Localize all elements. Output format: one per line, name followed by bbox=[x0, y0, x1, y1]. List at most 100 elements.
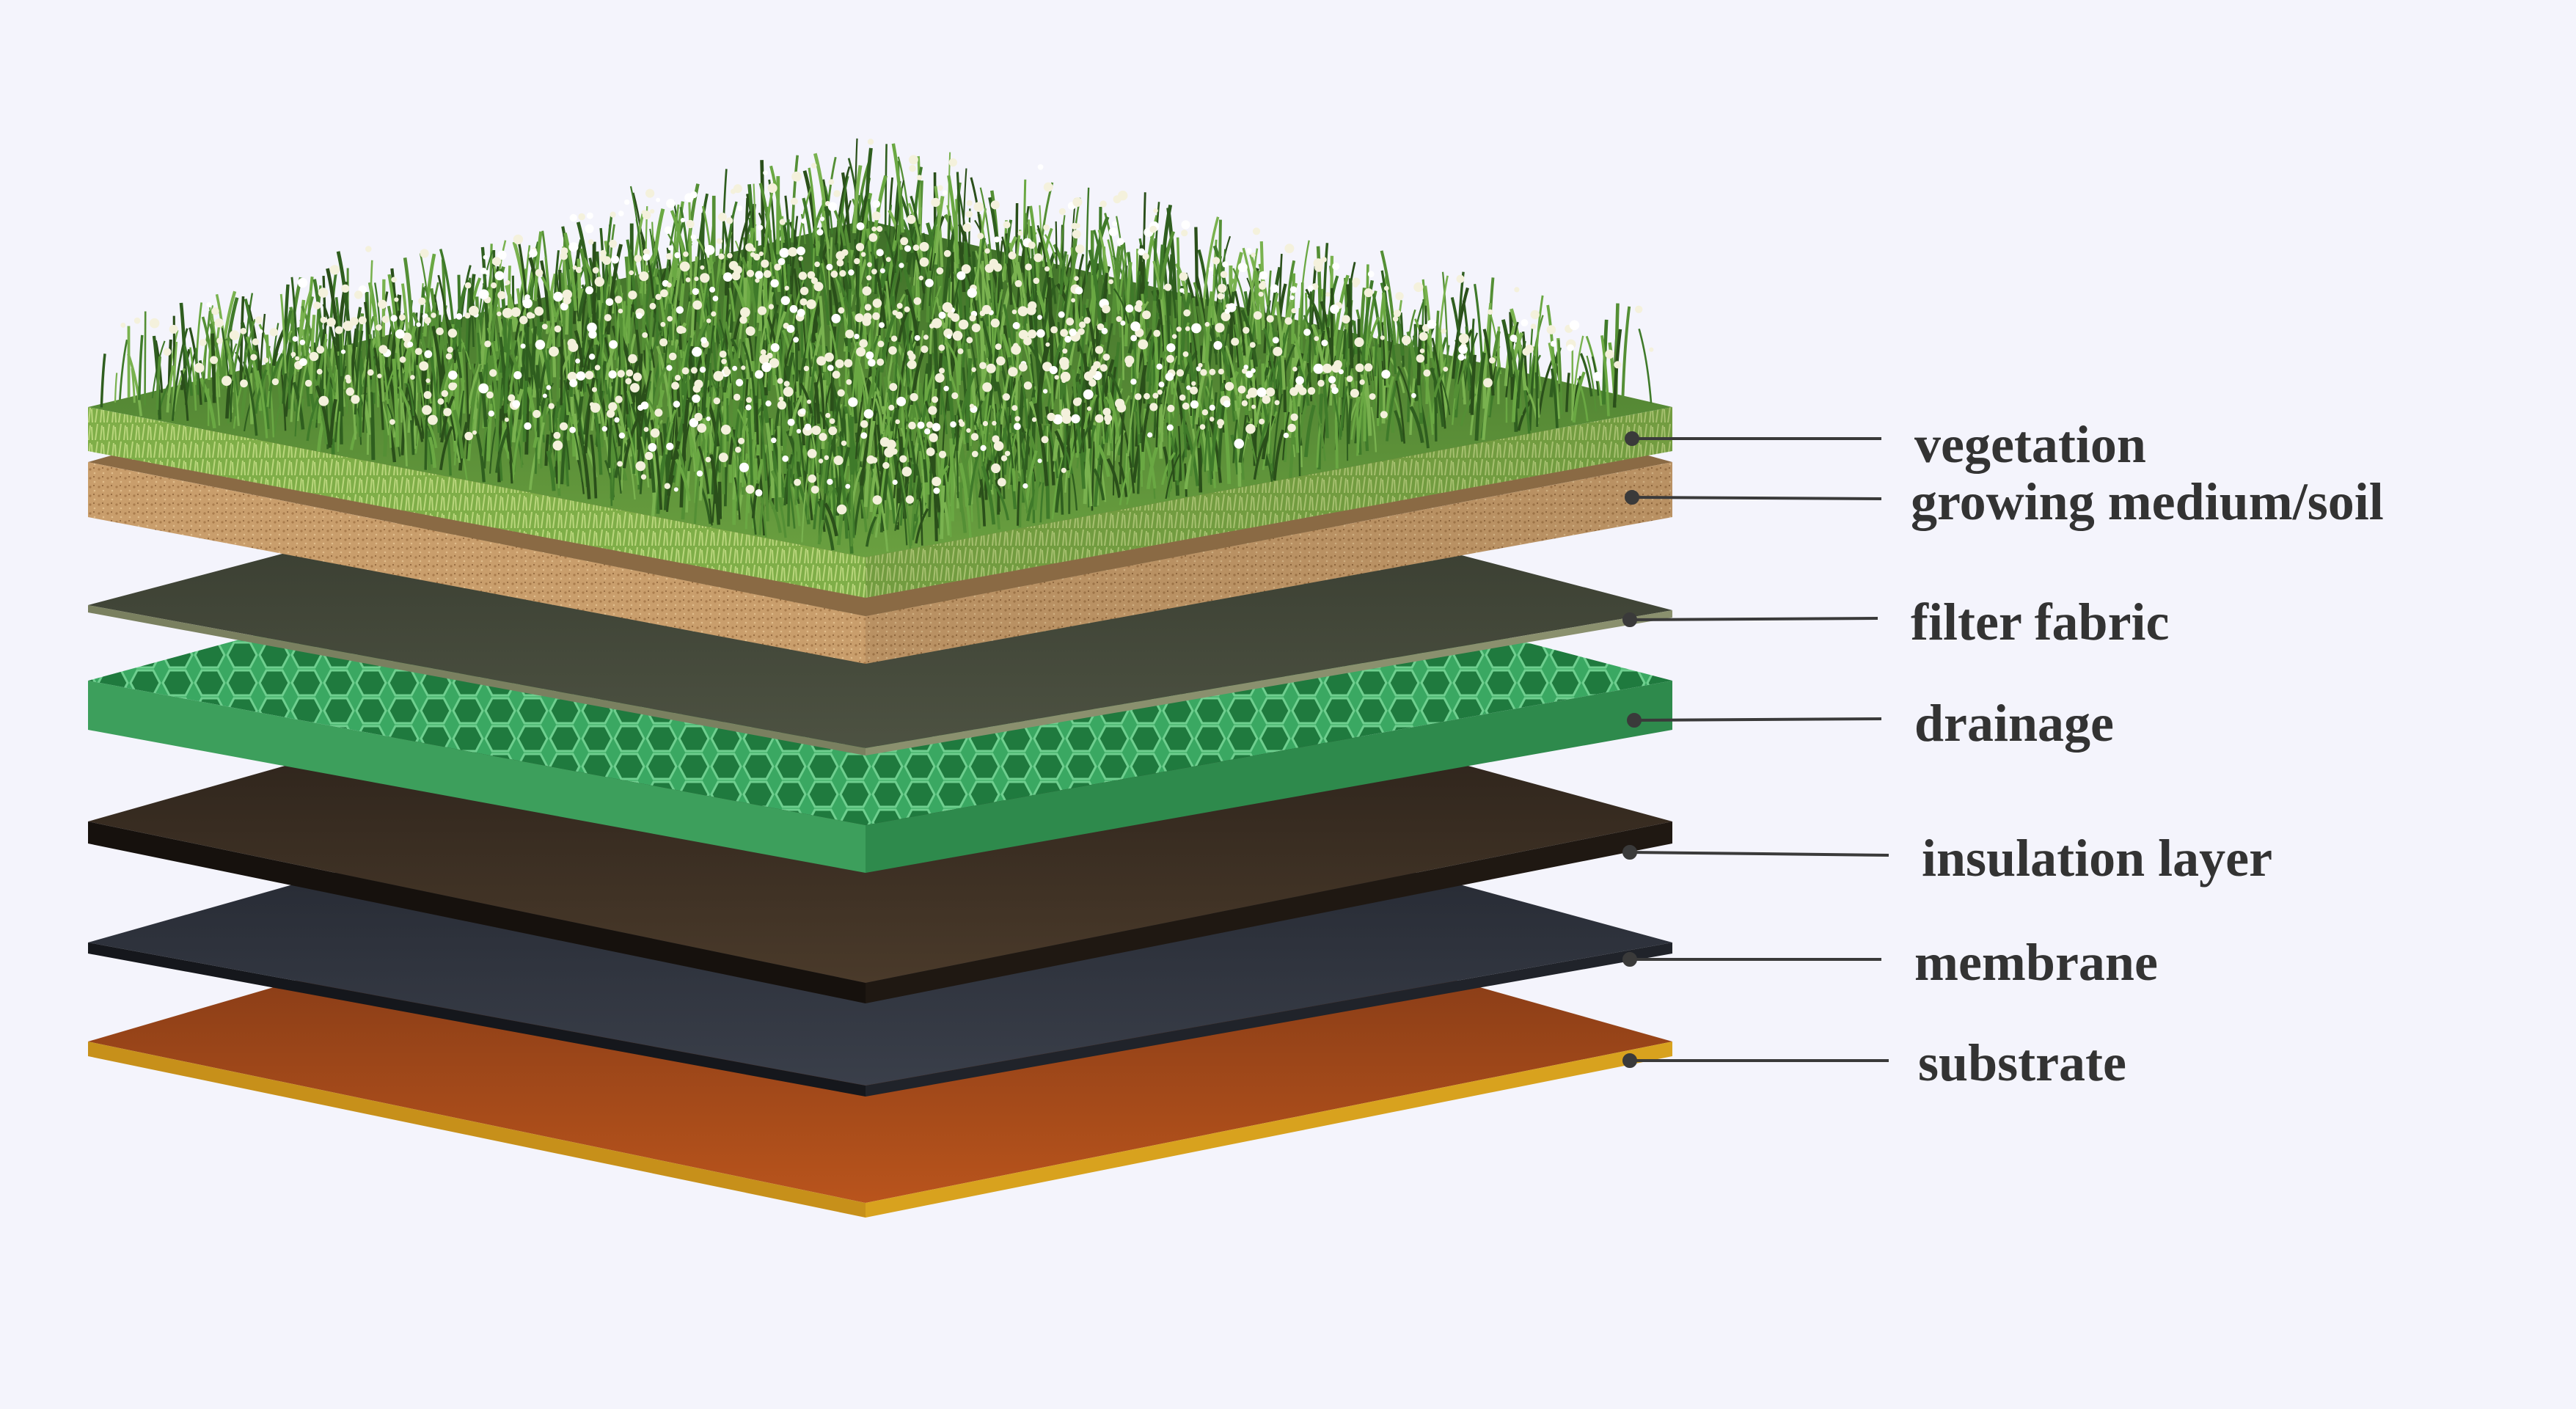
flower bbox=[1522, 348, 1529, 356]
flower bbox=[828, 179, 834, 185]
flower bbox=[1087, 406, 1091, 411]
flower bbox=[766, 400, 772, 406]
flower bbox=[896, 397, 906, 406]
flower bbox=[442, 390, 448, 397]
flower bbox=[1210, 417, 1215, 422]
flower bbox=[872, 312, 880, 321]
flower bbox=[1243, 327, 1249, 334]
grass-blade bbox=[477, 296, 478, 362]
flower bbox=[543, 394, 547, 398]
flower bbox=[777, 400, 786, 409]
flower bbox=[683, 252, 689, 257]
flower bbox=[222, 376, 232, 386]
grass-blade bbox=[1298, 406, 1300, 476]
flower bbox=[741, 365, 745, 370]
flower bbox=[985, 264, 994, 273]
flower bbox=[714, 371, 724, 381]
flower bbox=[808, 449, 817, 458]
flower bbox=[994, 441, 1004, 451]
grass-blade bbox=[1622, 307, 1629, 398]
flower bbox=[778, 258, 786, 266]
flower bbox=[446, 354, 453, 360]
grass-blade bbox=[846, 346, 847, 406]
grass-blade bbox=[558, 418, 559, 488]
flower bbox=[602, 426, 607, 431]
flower bbox=[879, 322, 885, 328]
flower bbox=[801, 219, 806, 224]
flower bbox=[644, 427, 649, 432]
flower bbox=[650, 209, 654, 213]
flower bbox=[575, 359, 580, 364]
flower bbox=[924, 428, 930, 434]
flower bbox=[966, 337, 973, 343]
flower bbox=[1117, 238, 1124, 245]
grass-blade bbox=[756, 403, 758, 445]
flower bbox=[1202, 409, 1208, 415]
flower bbox=[310, 352, 319, 362]
flower bbox=[211, 307, 219, 315]
flower bbox=[675, 375, 681, 381]
flower bbox=[1215, 323, 1224, 332]
flower bbox=[721, 425, 731, 435]
grass-blade bbox=[1380, 348, 1381, 411]
flower bbox=[674, 487, 678, 491]
flower bbox=[1295, 376, 1304, 385]
flower bbox=[729, 261, 739, 271]
flower bbox=[700, 266, 704, 270]
flower bbox=[857, 222, 865, 230]
flower bbox=[891, 448, 898, 455]
flower bbox=[1166, 343, 1175, 352]
label-growing-medium: growing medium/soil bbox=[1911, 475, 2384, 528]
flower bbox=[994, 263, 1003, 272]
flower bbox=[669, 353, 677, 361]
flower bbox=[164, 348, 172, 356]
label-membrane: membrane bbox=[1914, 936, 2158, 989]
grass-blade bbox=[537, 365, 538, 437]
flower bbox=[1368, 271, 1375, 277]
flower bbox=[1025, 263, 1032, 271]
flower bbox=[1270, 285, 1279, 293]
flower bbox=[1212, 257, 1220, 264]
flower bbox=[1402, 335, 1411, 345]
flower bbox=[783, 387, 794, 397]
flower bbox=[785, 286, 789, 290]
flower bbox=[555, 326, 562, 333]
flower bbox=[335, 326, 343, 334]
flower bbox=[873, 299, 882, 308]
grass-blade bbox=[533, 326, 535, 375]
flower bbox=[825, 413, 830, 418]
grass-blade bbox=[942, 486, 943, 539]
flower bbox=[1267, 315, 1274, 323]
flower bbox=[1115, 399, 1124, 409]
flower bbox=[600, 250, 607, 257]
flower bbox=[484, 340, 491, 347]
flower bbox=[826, 264, 833, 271]
flower bbox=[326, 318, 335, 326]
flower bbox=[958, 348, 964, 354]
flower bbox=[1251, 405, 1256, 409]
grass-blade bbox=[709, 469, 710, 499]
flower bbox=[1033, 278, 1040, 285]
flower bbox=[1427, 320, 1436, 329]
label-vegetation: vegetation bbox=[1914, 418, 2146, 471]
flower bbox=[959, 320, 969, 330]
grass-blade bbox=[1056, 222, 1057, 268]
flower bbox=[542, 323, 548, 329]
flower bbox=[667, 316, 673, 322]
flower bbox=[1072, 230, 1081, 238]
flower bbox=[1099, 200, 1106, 207]
flower bbox=[1291, 308, 1296, 313]
flower bbox=[1028, 241, 1036, 249]
flower bbox=[492, 257, 501, 266]
flower bbox=[836, 251, 845, 260]
flower bbox=[589, 354, 595, 359]
flower bbox=[563, 290, 572, 299]
flower bbox=[666, 443, 673, 450]
flower bbox=[318, 396, 329, 406]
flower bbox=[1245, 370, 1253, 378]
flower bbox=[1102, 305, 1110, 314]
flower bbox=[549, 346, 559, 356]
flower bbox=[907, 351, 914, 357]
flower bbox=[1003, 393, 1010, 400]
flower bbox=[1259, 292, 1264, 297]
